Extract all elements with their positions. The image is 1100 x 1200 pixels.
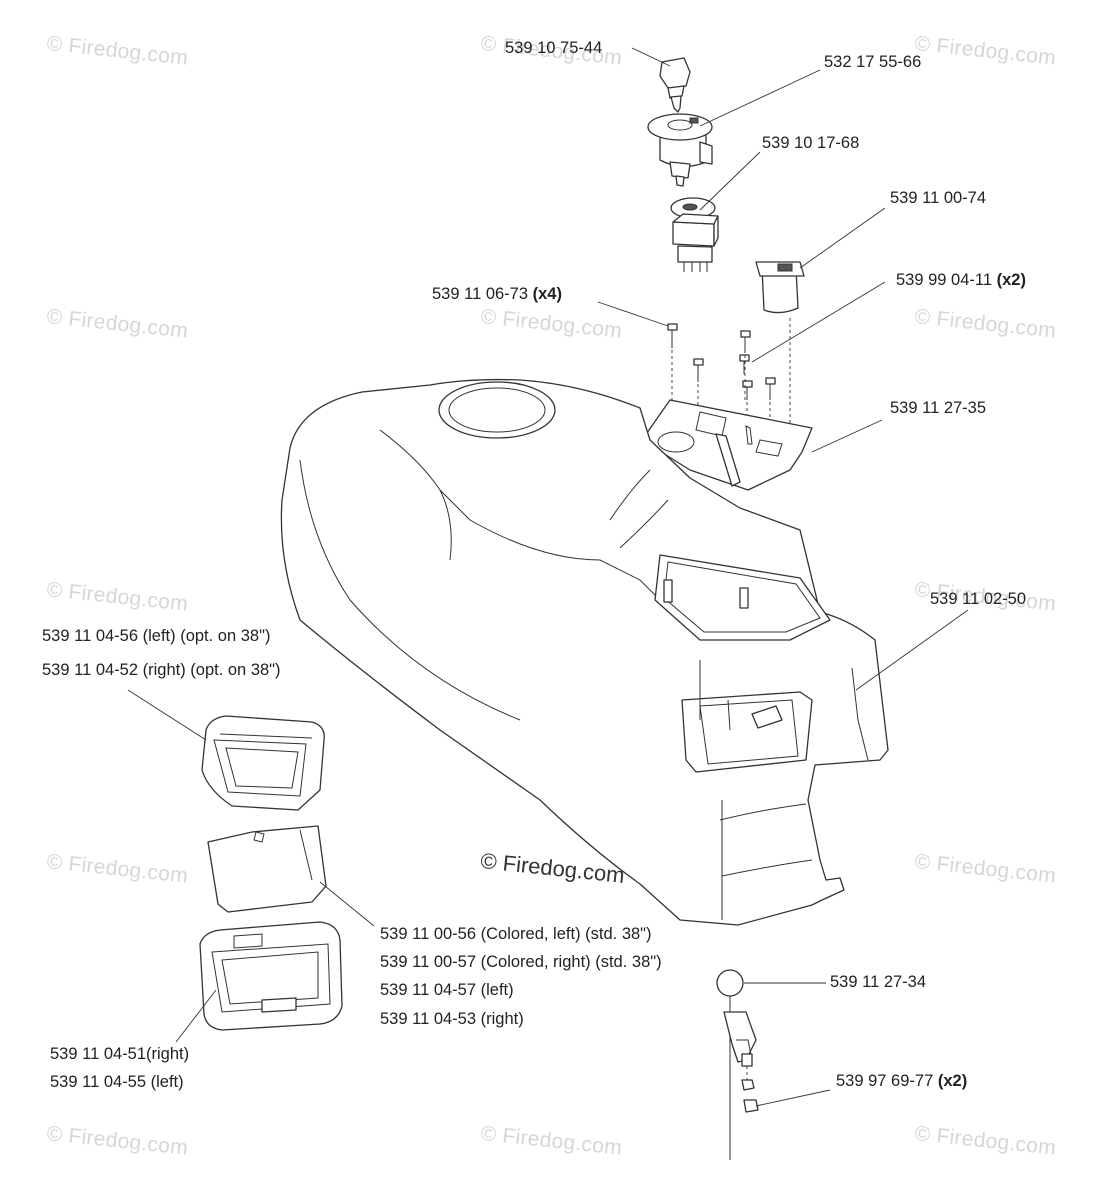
lever-illustration — [716, 969, 759, 1160]
label-lens-left: 539 11 04-57 (left) — [380, 981, 514, 999]
label-lens-colored-left: 539 11 00-56 (Colored, left) (std. 38") — [380, 925, 652, 943]
headlight-housing-illustration — [201, 715, 325, 811]
hour-meter-illustration — [755, 261, 805, 314]
label-hood: 539 11 02-50 — [930, 590, 1027, 608]
label-lens-right: 539 11 04-53 (right) — [380, 1010, 524, 1028]
label-hour-meter: 539 11 00-74 — [890, 189, 987, 207]
label-key: 539 10 75-44 — [505, 39, 603, 57]
label-nut: 539 99 04-11 (x2) — [896, 270, 1026, 290]
label-nut-number: 539 99 04-11 — [896, 271, 993, 289]
lens-illustration — [207, 825, 327, 913]
label-pto-switch: 539 10 17-68 — [762, 134, 860, 152]
hood-illustration — [280, 378, 889, 926]
label-lever: 539 11 27-34 — [830, 973, 927, 991]
label-ignition-switch: 532 17 55-66 — [824, 53, 922, 71]
pto-switch-illustration — [670, 197, 719, 272]
mounting-plate-illustration — [641, 399, 813, 491]
leader-lines — [127, 47, 969, 1107]
label-headlight-left: 539 11 04-56 (left) (opt. on 38") — [42, 627, 271, 645]
label-lever-nut-number: 539 97 69-77 — [836, 1072, 934, 1090]
label-lens-colored-right: 539 11 00-57 (Colored, right) (std. 38") — [380, 953, 662, 971]
label-headlight-right: 539 11 04-52 (right) (opt. on 38") — [42, 661, 281, 679]
label-frame-right: 539 11 04-51(right) — [50, 1045, 190, 1063]
label-lever-nut: 539 97 69-77 (x2) — [836, 1071, 967, 1091]
label-plate: 539 11 27-35 — [890, 399, 987, 417]
light-frame-illustration — [199, 921, 343, 1031]
screws-illustration — [667, 318, 791, 440]
label-screw-qty: (x4) — [532, 285, 562, 303]
label-lever-nut-qty: (x2) — [937, 1072, 968, 1090]
label-frame-left: 539 11 04-55 (left) — [50, 1073, 184, 1091]
label-nut-qty: (x2) — [996, 271, 1026, 289]
label-screw-number: 539 11 06-73 — [432, 285, 529, 303]
label-screw: 539 11 06-73 (x4) — [432, 284, 562, 304]
key-illustration — [659, 57, 691, 113]
ignition-switch-illustration — [647, 113, 713, 187]
